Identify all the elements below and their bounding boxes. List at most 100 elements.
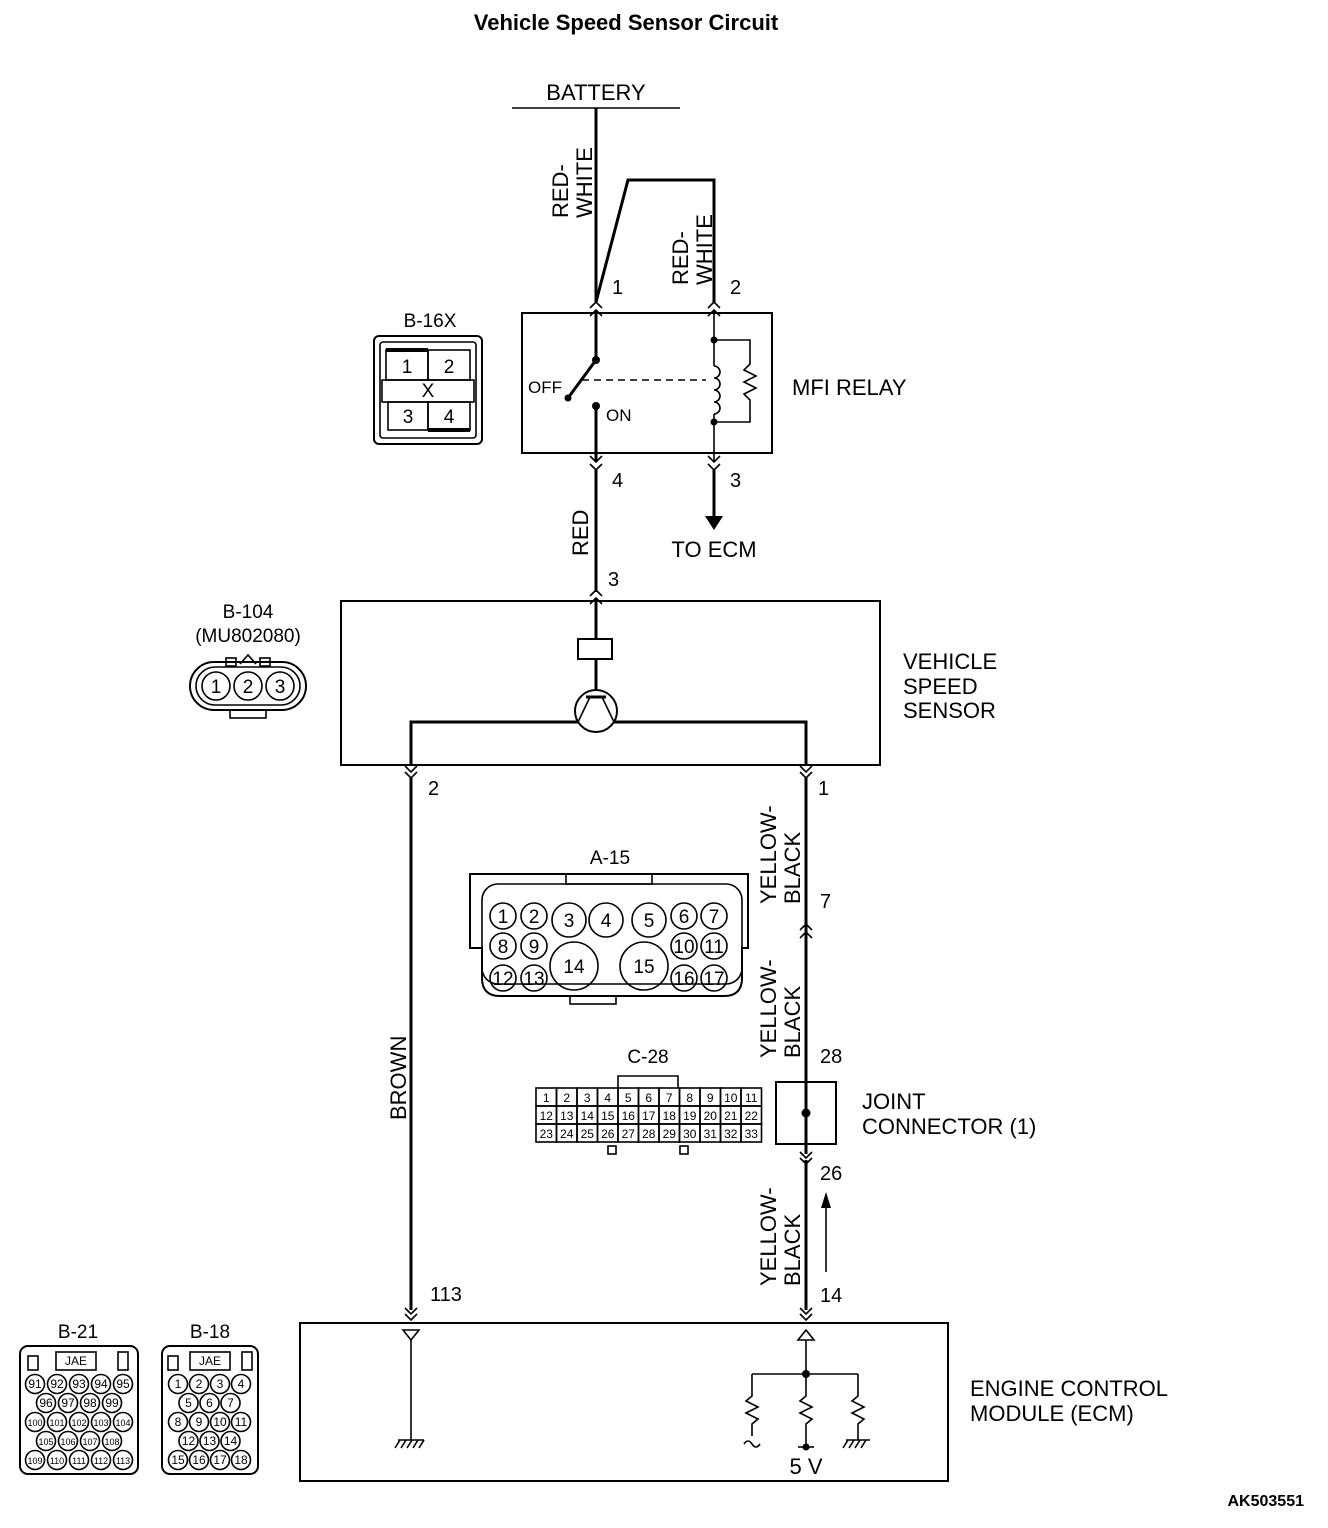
connector-b16x-name: B-16X xyxy=(404,311,457,332)
b21-pin-circle xyxy=(68,1449,90,1471)
b18-pin: 5 xyxy=(185,1396,192,1410)
pin-relay-3: 3 xyxy=(730,470,741,492)
pin-jc-26: 26 xyxy=(820,1163,842,1185)
b21-pin-circle xyxy=(79,1430,101,1452)
a15-pin: 8 xyxy=(498,937,509,958)
a15-pin: 17 xyxy=(703,969,724,990)
b21-pin: 104 xyxy=(115,1418,130,1428)
a15-pin: 12 xyxy=(492,969,513,990)
b21-pin-circle xyxy=(46,1373,68,1395)
wire-label-red-white-1a: RED- xyxy=(548,164,573,218)
relay-off-label: OFF xyxy=(528,378,562,397)
b18-pin: 9 xyxy=(196,1415,203,1429)
wire-label-red-white-2a: RED- xyxy=(668,231,693,285)
wire-label-yb-1a: YELLOW- xyxy=(756,805,781,904)
b18-pin-circle xyxy=(209,1449,231,1471)
a15-pin-circle xyxy=(670,902,698,930)
b21-pin: 103 xyxy=(93,1418,108,1428)
c28-pin: 8 xyxy=(686,1091,693,1105)
wire-label-yb-3b: BLACK xyxy=(780,1214,805,1286)
c28-pin: 11 xyxy=(745,1091,758,1105)
b18-pin-circle xyxy=(230,1373,252,1395)
b21-tag: JAE xyxy=(65,1354,87,1368)
b21-pin-circle xyxy=(57,1392,79,1414)
b21-pin-circle xyxy=(90,1449,112,1471)
a15-pin: 3 xyxy=(564,911,575,932)
b18-pin: 14 xyxy=(224,1434,238,1448)
b18-pin-circle xyxy=(199,1430,220,1452)
resistor-icon xyxy=(850,1374,866,1440)
b16x-pin: 1 xyxy=(402,357,413,378)
b21-pin-circle xyxy=(35,1392,57,1414)
figure-id: AK503551 xyxy=(1228,1493,1305,1510)
b18-pin-circle xyxy=(167,1373,189,1395)
resistor-icon xyxy=(744,1374,760,1436)
b18-pin: 2 xyxy=(196,1377,203,1391)
b18-pin: 1 xyxy=(175,1377,182,1391)
b18-pin-circle xyxy=(167,1449,189,1471)
b21-pin-circle xyxy=(90,1411,112,1433)
b18-pin-circle xyxy=(209,1373,231,1395)
b18-pin-circle xyxy=(230,1449,252,1471)
b21-pin: 98 xyxy=(83,1396,97,1410)
c28-pin: 24 xyxy=(560,1127,574,1141)
b18-pin-circle xyxy=(178,1392,199,1414)
pin-vss-2: 2 xyxy=(428,778,439,800)
a15-pin-circle xyxy=(489,964,517,992)
c28-pin: 2 xyxy=(563,1091,570,1105)
c28-pin: 7 xyxy=(666,1091,673,1105)
c28-pin: 14 xyxy=(581,1109,595,1123)
wire-label-red: RED xyxy=(568,510,593,556)
a15-pin: 14 xyxy=(563,957,585,978)
c28-pin: 18 xyxy=(663,1109,677,1123)
b21-pin-circle xyxy=(24,1373,46,1395)
vehicle-speed-sensor: VEHICLE SPEED SENSOR xyxy=(340,588,997,780)
a15-pin-circle xyxy=(670,932,698,960)
a15-pin: 9 xyxy=(529,937,540,958)
b21-pin-circle xyxy=(57,1430,79,1452)
b18-pin-circle xyxy=(209,1411,231,1433)
a15-pin-circle xyxy=(619,941,669,991)
vss-label-line1: VEHICLE xyxy=(903,649,997,674)
b18-pin: 7 xyxy=(227,1396,234,1410)
b21-pin: 92 xyxy=(50,1377,64,1391)
joint-connector-label-line1: JOINT xyxy=(862,1089,926,1114)
b21-pin: 95 xyxy=(116,1377,130,1391)
c28-pin: 16 xyxy=(622,1109,636,1123)
b18-pin: 18 xyxy=(234,1453,248,1467)
joint-connector: JOINT CONNECTOR (1) xyxy=(775,1081,1036,1154)
a15-pin-circle xyxy=(670,964,698,992)
c28-pin: 23 xyxy=(540,1127,554,1141)
c28-pin: 32 xyxy=(724,1127,738,1141)
a15-pin-circle xyxy=(489,932,517,960)
b16x-pin: 3 xyxy=(403,407,414,428)
b21-pin: 107 xyxy=(82,1437,97,1447)
c28-pin: 5 xyxy=(625,1091,632,1105)
b21-pin: 100 xyxy=(27,1418,42,1428)
b104-pin: 1 xyxy=(211,677,222,698)
b21-pin: 99 xyxy=(105,1396,119,1410)
vss-label-line3: SENSOR xyxy=(903,698,996,723)
b21-pin: 105 xyxy=(38,1437,53,1447)
pin-relay-4: 4 xyxy=(612,470,623,492)
a15-pin-circle xyxy=(520,932,548,960)
b21-pin: 112 xyxy=(94,1456,108,1466)
pin-a15-7: 7 xyxy=(820,891,831,913)
c28-pin: 25 xyxy=(581,1127,595,1141)
resistor-icon xyxy=(798,1374,814,1444)
page-title: Vehicle Speed Sensor Circuit xyxy=(474,10,779,35)
battery-label: BATTERY xyxy=(546,80,646,105)
b21-pin-circle xyxy=(24,1411,46,1433)
b21-pin-circle xyxy=(112,1373,134,1395)
b21-pin-circle xyxy=(101,1392,123,1414)
b21-pin-circle xyxy=(68,1411,90,1433)
b21-pin: 108 xyxy=(104,1437,119,1447)
c28-pin: 30 xyxy=(683,1127,697,1141)
pin-jc-28: 28 xyxy=(820,1046,842,1068)
b21-pin: 110 xyxy=(50,1456,64,1466)
b18-pin: 17 xyxy=(213,1453,227,1467)
